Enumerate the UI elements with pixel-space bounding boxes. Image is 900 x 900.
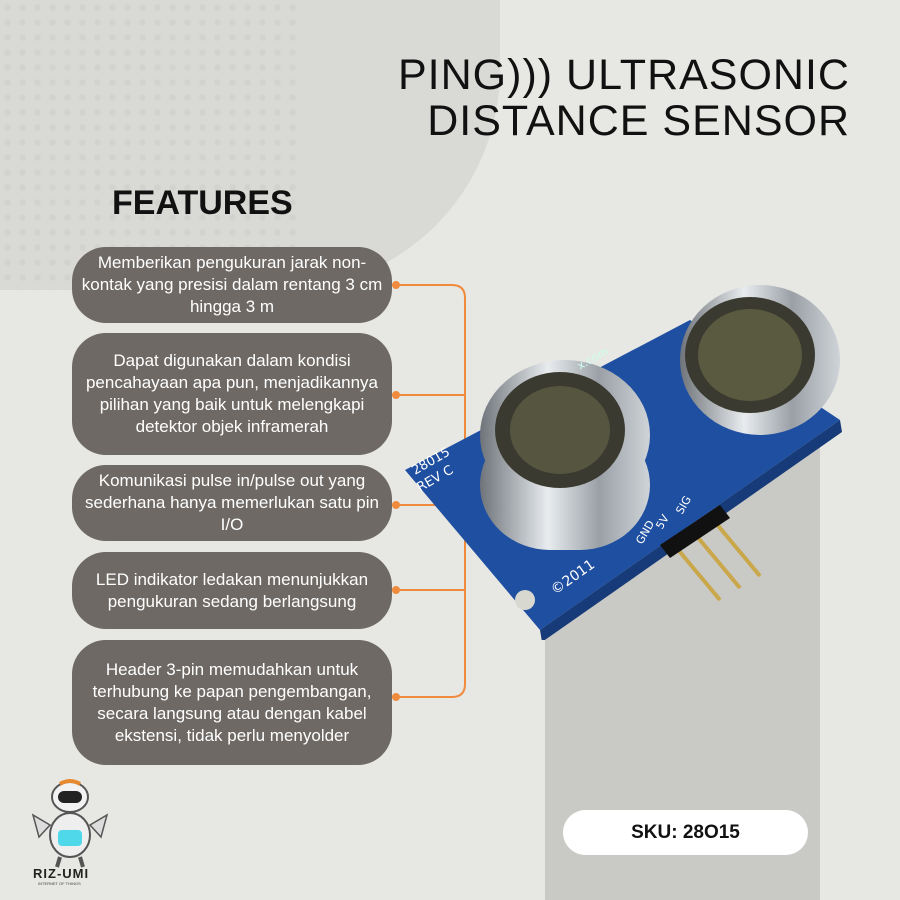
transducer-left [480, 360, 650, 550]
connector-dot [392, 281, 400, 289]
feature-box: Komunikasi pulse in/pulse out yang seder… [72, 465, 392, 541]
sensor-image: 28015 REV C ©2011 x.com GND 5V SIG [405, 285, 842, 640]
connector-dot [392, 586, 400, 594]
pin-label-5v: 5V [653, 512, 672, 531]
features-heading: FEATURES [112, 184, 293, 222]
feature-box: LED indikator ledakan menunjukkan penguk… [72, 552, 392, 629]
feature-box: Memberikan pengukuran jarak non-kontak y… [72, 247, 392, 323]
robot-logo-icon [31, 779, 109, 868]
sku-badge: SKU: 28O15 [563, 810, 808, 855]
dot-pattern [0, 0, 300, 290]
connector-dot [392, 501, 400, 509]
mounting-hole [515, 590, 535, 610]
title-line-2: DISTANCE SENSOR [427, 97, 850, 145]
logo-name: RIZ-UMI [33, 866, 90, 881]
connector-dot [392, 693, 400, 701]
logo-tagline: INTERNET OF THINGS [38, 881, 81, 886]
feature-box: Dapat digunakan dalam kondisi pencahayaa… [72, 333, 392, 455]
feature-box: Header 3-pin memudahkan untuk terhubung … [72, 640, 392, 765]
title-line-1: PING))) ULTRASONIC [398, 51, 850, 99]
connector-dot [392, 391, 400, 399]
page-title: PING))) ULTRASONIC DISTANCE SENSOR [398, 52, 850, 144]
transducer-right [680, 285, 840, 435]
